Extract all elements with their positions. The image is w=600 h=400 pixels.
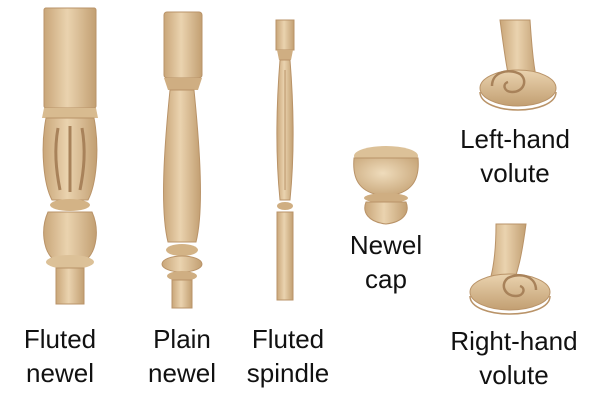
left-hand-volute-image	[479, 19, 557, 111]
fluted-newel-label-line2: newel	[26, 358, 94, 388]
fluted-newel-label-line1: Fluted	[23, 324, 97, 354]
fluted-newel-image	[42, 7, 98, 305]
plain-newel-label: Plain newel	[132, 322, 232, 390]
newel-cap-image	[353, 146, 419, 225]
left-hand-volute-label-line1: Left-hand	[460, 124, 570, 154]
left-hand-volute-label: Left-hand volute	[440, 122, 590, 190]
fluted-spindle-label-line2: spindle	[246, 358, 330, 388]
plain-newel-image	[161, 11, 203, 309]
plain-newel-label-line1: Plain	[153, 324, 211, 354]
right-hand-volute-label-line1: Right-hand	[450, 326, 578, 356]
fluted-newel-label: Fluted newel	[10, 322, 110, 390]
newel-cap-label-line2: cap	[365, 264, 407, 294]
fluted-spindle-label: Fluted spindle	[236, 322, 340, 390]
fluted-spindle-label-line1: Fluted	[251, 324, 325, 354]
left-hand-volute-label-line2: volute	[480, 158, 550, 188]
newel-cap-label: Newel cap	[336, 228, 436, 296]
right-hand-volute-label: Right-hand volute	[434, 324, 594, 392]
right-hand-volute-image	[469, 223, 551, 315]
newel-cap-label-line1: Newel	[349, 230, 423, 260]
fluted-spindle-image	[275, 19, 295, 301]
plain-newel-label-line2: newel	[148, 358, 216, 388]
right-hand-volute-label-line2: volute	[479, 360, 549, 390]
